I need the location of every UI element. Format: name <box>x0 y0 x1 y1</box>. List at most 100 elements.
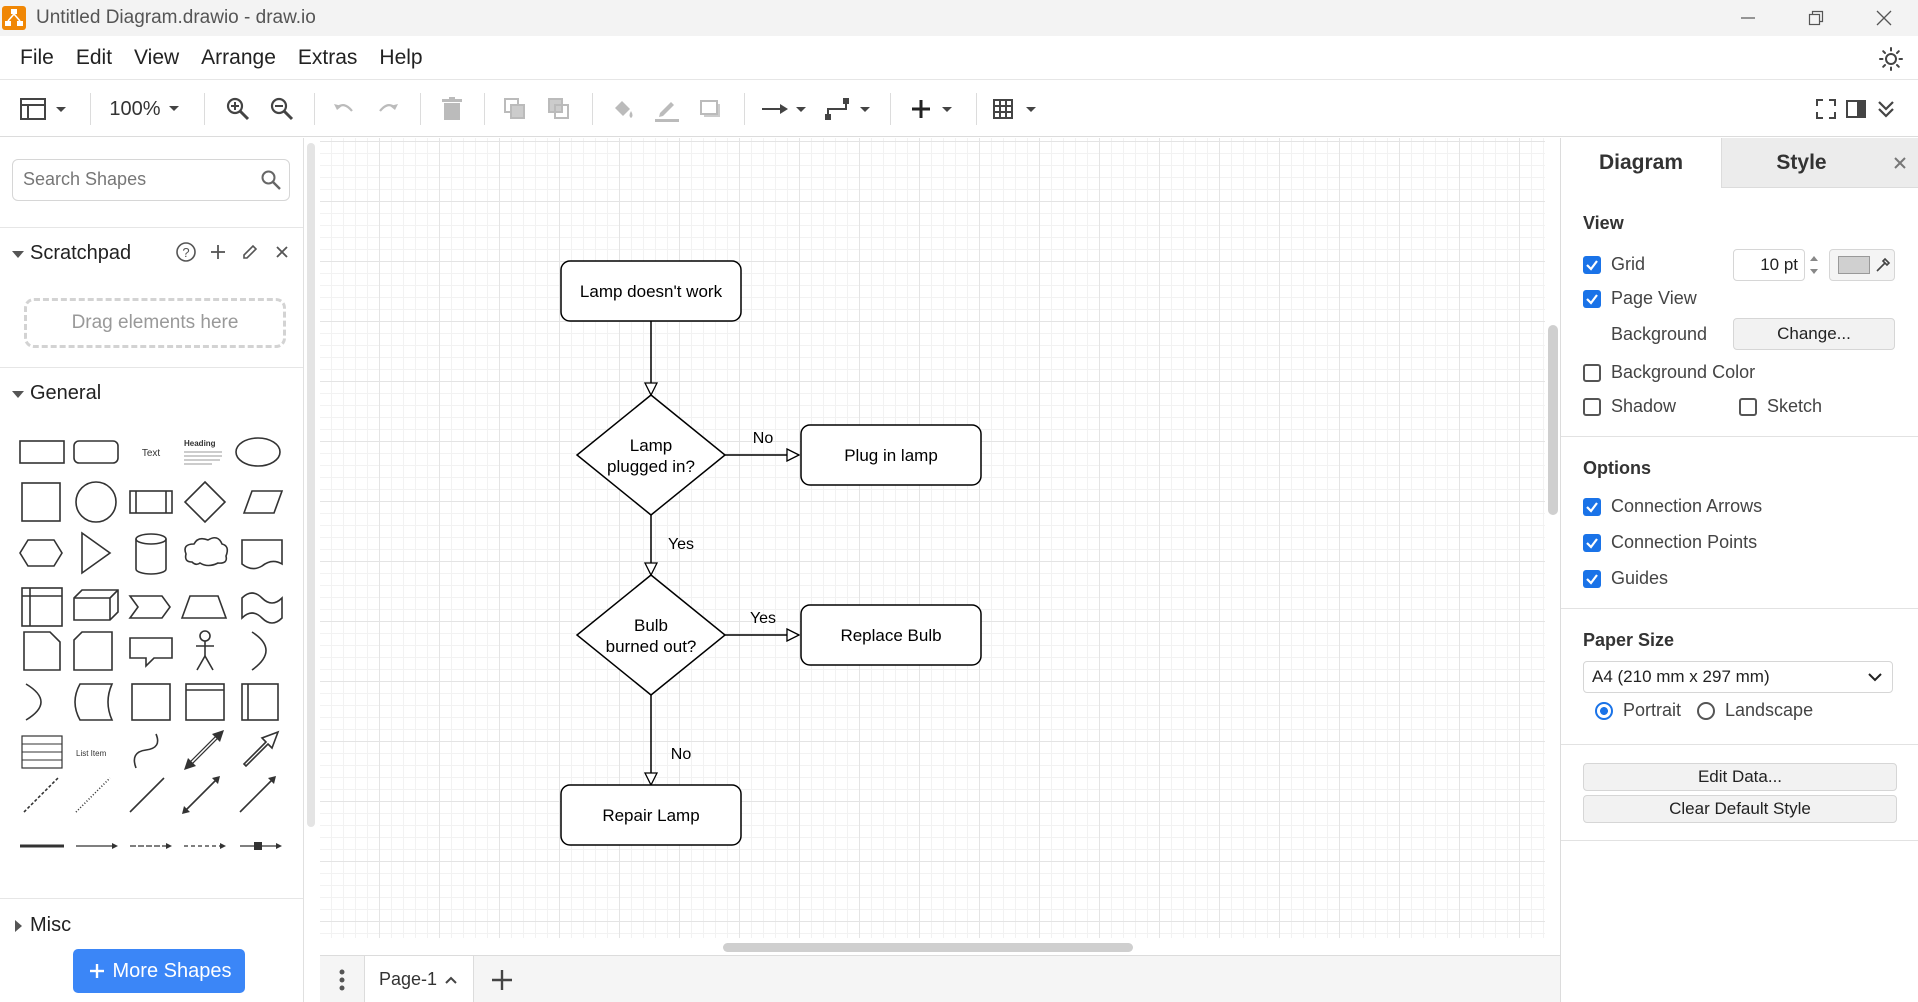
node-replace-bulb[interactable]: Replace Bulb <box>800 604 982 666</box>
shape-note[interactable] <box>23 631 61 671</box>
connection-arrows-checkbox-row[interactable]: Connection Arrows <box>1583 496 1762 517</box>
format-panel-toggle[interactable] <box>1842 93 1870 125</box>
shape-text[interactable]: Text <box>142 448 161 459</box>
shape-cloud[interactable] <box>184 536 229 567</box>
zoom-out-button[interactable] <box>268 93 296 125</box>
restore-button[interactable] <box>1782 0 1850 36</box>
shape-connector-arrow[interactable] <box>76 843 118 849</box>
menu-file[interactable]: File <box>20 45 54 69</box>
node-plug-in-lamp[interactable]: Plug in lamp <box>800 424 982 486</box>
shape-hexagon[interactable] <box>19 539 63 567</box>
sidebar-scrollbar[interactable] <box>307 143 315 827</box>
shape-cube[interactable] <box>73 589 119 621</box>
shape-vertical-container[interactable] <box>241 683 279 721</box>
scratchpad-edit-button[interactable] <box>238 240 262 264</box>
diagram-canvas[interactable]: No Yes Yes No Lamp doesn't work Lamp plu… <box>320 138 1560 956</box>
zoom-dropdown[interactable]: 100% <box>104 93 188 125</box>
grid-checkbox-row[interactable]: Grid <box>1583 254 1645 275</box>
tab-diagram[interactable]: Diagram <box>1561 138 1721 188</box>
page-tab-page-1[interactable]: Page-1 <box>364 956 474 1002</box>
shape-tape[interactable] <box>241 592 283 624</box>
grid-checkbox[interactable] <box>1583 255 1601 274</box>
connection-style-button[interactable] <box>758 93 810 125</box>
paper-size-select[interactable]: A4 (210 mm x 297 mm) <box>1583 661 1893 693</box>
shape-callout[interactable] <box>129 637 173 668</box>
delete-button[interactable] <box>438 93 466 125</box>
grid-size-stepper[interactable] <box>1807 249 1821 281</box>
close-window-button[interactable] <box>1850 0 1918 36</box>
shape-square[interactable] <box>21 482 61 522</box>
shape-connector-multi-label[interactable] <box>184 843 226 849</box>
node-bulb-burned-out[interactable]: Bulb burned out? <box>575 574 727 696</box>
line-color-button[interactable] <box>652 93 682 125</box>
shape-container[interactable] <box>131 683 171 721</box>
shape-triangle[interactable] <box>81 531 112 575</box>
undo-button[interactable] <box>330 93 358 125</box>
landscape-radio[interactable] <box>1697 701 1715 720</box>
pages-menu-button[interactable] <box>332 968 352 992</box>
shape-directional-connector[interactable] <box>239 776 276 813</box>
connection-points-checkbox-row[interactable]: Connection Points <box>1583 532 1757 553</box>
background-color-checkbox-row[interactable]: Background Color <box>1583 362 1755 383</box>
portrait-radio-row[interactable]: Portrait <box>1595 700 1681 721</box>
shape-list[interactable] <box>21 735 63 769</box>
grid-size-input[interactable]: 10 pt <box>1733 249 1805 281</box>
shape-swimlane[interactable] <box>185 683 225 721</box>
zoom-in-button[interactable] <box>224 93 252 125</box>
scratchpad-header[interactable]: Scratchpad ? <box>0 227 303 279</box>
theme-toggle-button[interactable] <box>1876 44 1906 74</box>
fullscreen-button[interactable] <box>1812 93 1840 125</box>
shape-process[interactable] <box>129 490 173 514</box>
scratchpad-close-button[interactable] <box>270 240 294 264</box>
general-header[interactable]: General <box>0 367 303 419</box>
shape-diamond[interactable] <box>183 480 227 524</box>
page-view-checkbox[interactable] <box>1583 289 1601 308</box>
guides-checkbox-row[interactable]: Guides <box>1583 568 1668 589</box>
shape-step[interactable] <box>128 595 171 619</box>
shadow-button[interactable] <box>696 93 726 125</box>
fill-color-button[interactable] <box>608 93 638 125</box>
menu-extras[interactable]: Extras <box>297 45 358 69</box>
shape-dashed-line[interactable] <box>23 777 59 813</box>
shape-bidirectional-arrow[interactable] <box>184 730 224 770</box>
connection-points-checkbox[interactable] <box>1583 533 1601 552</box>
search-shapes-input[interactable] <box>23 160 253 198</box>
shadow-checkbox-row[interactable]: Shadow <box>1583 396 1676 417</box>
shape-connector-symbol[interactable] <box>240 842 282 850</box>
to-front-button[interactable] <box>500 93 530 125</box>
sketch-checkbox[interactable] <box>1739 397 1757 416</box>
shadow-checkbox[interactable] <box>1583 397 1601 416</box>
menu-view[interactable]: View <box>134 45 180 69</box>
guides-checkbox[interactable] <box>1583 569 1601 588</box>
shape-arrow[interactable] <box>242 730 280 768</box>
change-background-button[interactable]: Change... <box>1733 318 1895 350</box>
connection-arrows-checkbox[interactable] <box>1583 497 1601 516</box>
shape-circle[interactable] <box>75 481 117 523</box>
redo-button[interactable] <box>374 93 402 125</box>
shape-parallelogram[interactable] <box>242 490 284 514</box>
table-button[interactable] <box>990 93 1042 125</box>
shape-rectangle[interactable] <box>19 440 65 464</box>
canvas-vertical-scrollbar[interactable] <box>1548 325 1558 515</box>
clear-default-style-button[interactable]: Clear Default Style <box>1583 795 1897 823</box>
edit-data-button[interactable]: Edit Data... <box>1583 763 1897 791</box>
more-shapes-button[interactable]: More Shapes <box>73 949 245 993</box>
scratchpad-drop-area[interactable]: Drag elements here <box>24 298 286 348</box>
shape-cylinder[interactable] <box>135 533 167 575</box>
scratchpad-help-button[interactable]: ? <box>174 240 198 264</box>
landscape-radio-row[interactable]: Landscape <box>1697 700 1813 721</box>
shape-ellipse[interactable] <box>235 437 281 467</box>
shape-card[interactable] <box>73 631 113 671</box>
node-lamp-doesnt-work[interactable]: Lamp doesn't work <box>560 260 742 322</box>
minimize-button[interactable] <box>1714 0 1782 36</box>
shape-actor[interactable] <box>196 630 214 671</box>
insert-button[interactable] <box>906 93 958 125</box>
waypoints-button[interactable] <box>822 93 874 125</box>
search-icon[interactable] <box>259 168 283 192</box>
tab-style[interactable]: Style <box>1721 138 1881 188</box>
menu-arrange[interactable]: Arrange <box>201 45 276 69</box>
shape-or[interactable] <box>251 631 267 671</box>
shape-data-storage[interactable] <box>74 683 114 721</box>
shape-document[interactable] <box>241 539 283 570</box>
add-page-button[interactable] <box>488 966 516 994</box>
